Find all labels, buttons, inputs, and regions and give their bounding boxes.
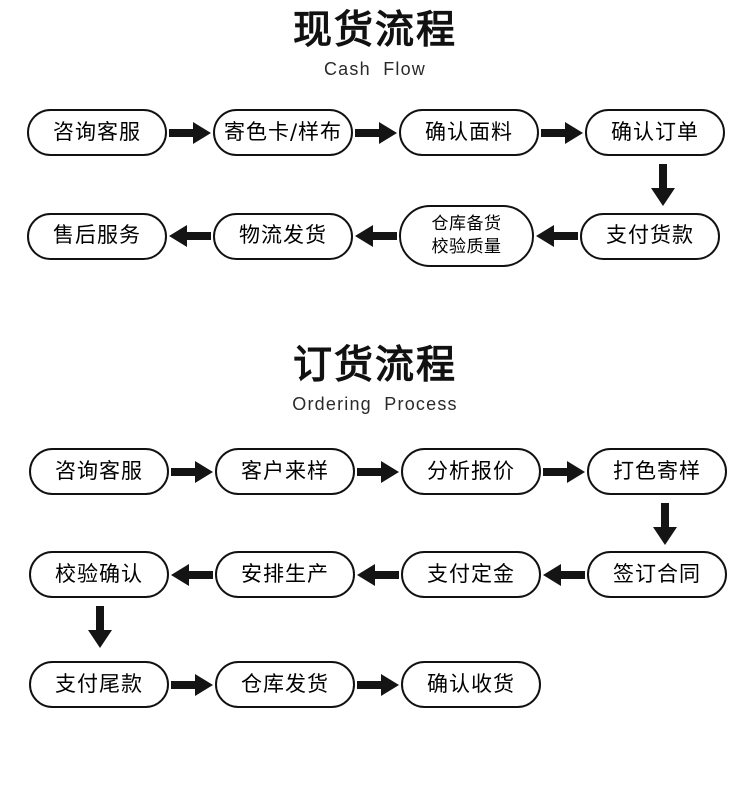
node-label: 支付定金 <box>427 561 515 586</box>
ordering-row-1: 咨询客服 客户来样 分析报价 打色寄样 <box>0 448 750 495</box>
arrow-left-icon <box>169 560 215 590</box>
node-label: 支付尾款 <box>55 671 143 696</box>
node-label: 校验确认 <box>55 561 143 586</box>
node-cash-1-3[interactable]: 确认面料 <box>399 109 539 156</box>
cash-flow-row-2: 售后服务 物流发货 仓库备货 校验质量 支付货款 <box>0 205 750 267</box>
node-label: 仓库备货 校验质量 <box>431 214 502 257</box>
section-title-ordering-process: 订货流程 Ordering Process <box>0 343 750 415</box>
node-label: 支付货款 <box>606 223 694 248</box>
arrow-right-icon <box>355 457 401 487</box>
arrow-right-icon <box>355 670 401 700</box>
node-order-2-3[interactable]: 支付定金 <box>401 551 541 598</box>
node-label: 打色寄样 <box>613 458 701 483</box>
node-order-3-3[interactable]: 确认收货 <box>401 661 541 708</box>
cash-flow-row-1: 咨询客服 寄色卡/样布 确认面料 确认订单 <box>0 109 750 156</box>
node-order-2-2[interactable]: 安排生产 <box>215 551 355 598</box>
node-order-1-1[interactable]: 咨询客服 <box>29 448 169 495</box>
section-title-en-cash-flow: Cash Flow <box>323 58 427 79</box>
node-label: 仓库发货 <box>241 671 329 696</box>
node-order-2-1[interactable]: 校验确认 <box>29 551 169 598</box>
node-cash-1-4[interactable]: 确认订单 <box>585 109 725 156</box>
arrow-down-icon-ordering-left <box>85 605 115 649</box>
node-label: 签订合同 <box>613 561 701 586</box>
arrow-right-icon <box>539 118 585 148</box>
node-cash-2-3[interactable]: 仓库备货 校验质量 <box>399 205 534 267</box>
node-order-1-4[interactable]: 打色寄样 <box>587 448 727 495</box>
ordering-row-2: 校验确认 安排生产 支付定金 签订合同 <box>0 551 750 598</box>
node-label: 售后服务 <box>53 223 141 248</box>
node-label: 寄色卡/样布 <box>223 119 343 144</box>
arrow-left-icon <box>541 560 587 590</box>
section-title-cash-flow: 现货流程 Cash Flow <box>0 8 750 80</box>
ordering-row-3: 支付尾款 仓库发货 确认收货 <box>0 661 750 708</box>
node-label: 咨询客服 <box>55 458 143 483</box>
node-order-1-3[interactable]: 分析报价 <box>401 448 541 495</box>
arrow-left-icon <box>353 221 399 251</box>
arrow-left-icon <box>355 560 401 590</box>
arrow-down-icon-cash-flow <box>648 163 678 207</box>
section-title-cn-cash-flow: 现货流程 <box>292 8 457 53</box>
node-cash-1-1[interactable]: 咨询客服 <box>27 109 167 156</box>
node-label: 确认面料 <box>425 119 513 144</box>
arrow-left-icon <box>167 221 213 251</box>
section-title-cn-ordering-process: 订货流程 <box>292 343 457 388</box>
arrow-right-icon <box>353 118 399 148</box>
node-label: 确认收货 <box>427 671 515 696</box>
node-label: 确认订单 <box>611 119 699 144</box>
node-order-2-4[interactable]: 签订合同 <box>587 551 727 598</box>
arrow-right-icon <box>169 670 215 700</box>
node-label: 客户来样 <box>241 458 329 483</box>
node-order-3-1[interactable]: 支付尾款 <box>29 661 169 708</box>
node-label: 物流发货 <box>239 223 327 248</box>
node-order-3-2[interactable]: 仓库发货 <box>215 661 355 708</box>
arrow-right-icon <box>541 457 587 487</box>
node-cash-1-2[interactable]: 寄色卡/样布 <box>213 109 353 156</box>
node-label: 分析报价 <box>427 458 515 483</box>
node-label: 安排生产 <box>241 561 329 586</box>
node-label: 咨询客服 <box>53 119 141 144</box>
node-order-1-2[interactable]: 客户来样 <box>215 448 355 495</box>
section-title-en-ordering-process: Ordering Process <box>292 393 458 414</box>
node-cash-2-2[interactable]: 物流发货 <box>213 212 353 260</box>
node-cash-2-1[interactable]: 售后服务 <box>27 212 167 260</box>
arrow-right-icon <box>169 457 215 487</box>
arrow-down-icon-ordering-right <box>650 502 680 546</box>
arrow-left-icon <box>534 221 580 251</box>
node-cash-2-4[interactable]: 支付货款 <box>580 212 720 260</box>
arrow-right-icon <box>167 118 213 148</box>
